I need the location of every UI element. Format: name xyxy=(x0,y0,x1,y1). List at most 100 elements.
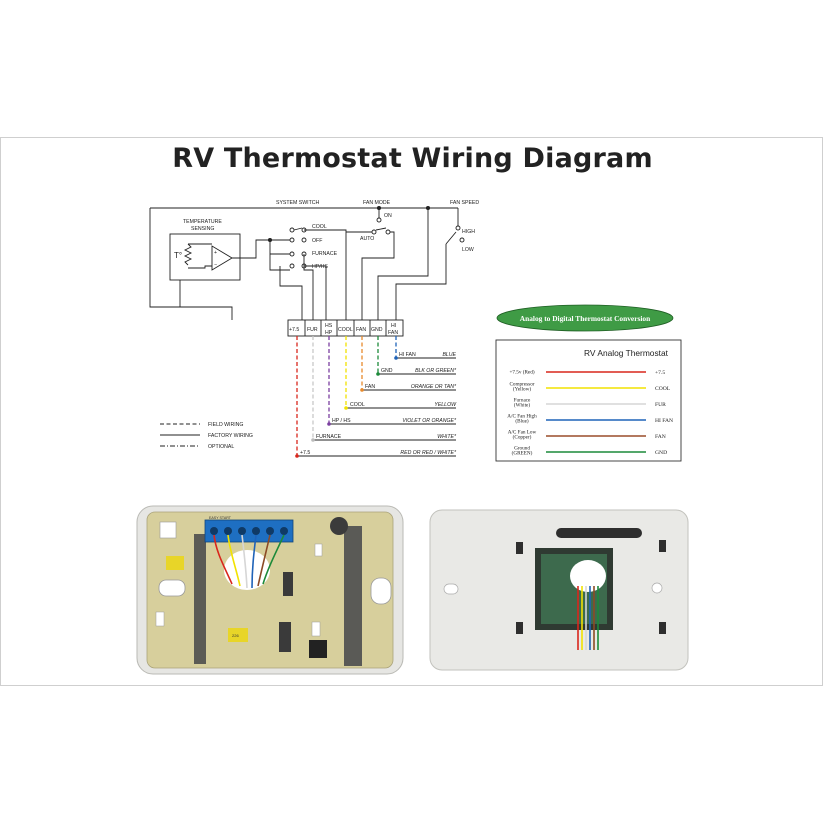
conversion-row-wire-label: (White) xyxy=(514,402,530,409)
conversion-row: Furnace(White) FUR xyxy=(514,398,667,409)
conversion-row-wire-label: (Blue) xyxy=(515,418,529,425)
terminal-hifan: FAN xyxy=(388,330,398,336)
switch-contact xyxy=(289,263,295,269)
conversion-row: Ground(GREEN)GND xyxy=(512,446,668,457)
switch-blade xyxy=(293,227,303,231)
fan-mode-label: FAN MODE xyxy=(363,200,391,206)
switch-contact xyxy=(289,237,295,243)
wire-name-red: RED OR RED / WHITE* xyxy=(400,450,457,456)
screw xyxy=(210,527,218,535)
terminal-hs: HS xyxy=(325,323,333,329)
wire-tag-fan: FAN xyxy=(365,384,375,390)
temp-sensing-label-2: SENSING xyxy=(191,226,214,232)
amplifier-symbol xyxy=(211,245,233,271)
conversion-row-terminal: FUR xyxy=(655,402,666,408)
screw-slot xyxy=(659,622,666,634)
wire-leaders xyxy=(297,357,456,457)
conversion-badge: Analog to Digital Thermostat Conversion xyxy=(496,304,674,332)
terminal-dividers xyxy=(304,320,387,336)
photo-wire-yellow xyxy=(227,534,241,587)
wire-name-violet: VIOLET OR ORANGE* xyxy=(402,418,457,424)
wire-name-blue: BLUE xyxy=(442,352,456,358)
speed-high-label: HIGH xyxy=(462,229,475,235)
hs-wire xyxy=(304,265,327,320)
switch-pos-cool: COOL xyxy=(312,224,327,230)
terminal-gnd: GND xyxy=(371,327,383,333)
gnd-wire xyxy=(377,208,429,320)
left-loop-wire xyxy=(149,208,233,320)
screw-slot xyxy=(659,540,666,552)
terminal-hi: HI xyxy=(391,323,396,329)
switch-common-wire xyxy=(269,240,290,271)
screw xyxy=(238,527,246,535)
component xyxy=(228,628,248,642)
dot-yellow xyxy=(344,406,348,410)
photo-wire-green xyxy=(262,534,285,585)
conversion-box xyxy=(495,339,682,462)
switch-contact xyxy=(289,227,295,233)
dot-orange xyxy=(360,388,364,392)
screw-slot xyxy=(516,622,523,634)
conversion-row-wire-label: Compressor xyxy=(509,382,534,388)
photo-wire-copper xyxy=(257,534,271,587)
switch-branches xyxy=(270,239,290,255)
wire-label-text: HI FAN BLUE GND BLK OR GREEN* FAN ORANGE… xyxy=(300,352,457,456)
mount-tab xyxy=(155,611,165,627)
page-title: RV Thermostat Wiring Diagram xyxy=(172,143,653,174)
speed-low-label: LOW xyxy=(462,247,474,253)
badge-text: Analog to Digital Thermostat Conversion xyxy=(520,314,650,323)
circuit-board xyxy=(147,512,393,668)
cool-wire xyxy=(304,229,347,320)
conversion-row-wire-label: (Copper) xyxy=(513,434,532,441)
line-legend: FIELD WIRING FACTORY WIRING OPTIONAL xyxy=(160,422,253,450)
terminal-fan: FAN xyxy=(356,327,366,333)
wire-name-green: BLK OR GREEN* xyxy=(415,368,457,374)
board-edge xyxy=(146,511,394,669)
conversion-row-terminal: HI FAN xyxy=(655,418,673,424)
conversion-row-wire-label: Furnace xyxy=(514,398,531,404)
resistor-symbol xyxy=(183,243,193,266)
switch-feed-wire xyxy=(240,239,270,259)
dot-blue xyxy=(394,356,398,360)
fan-mode-wires xyxy=(346,231,395,320)
photo-wire-white xyxy=(241,534,248,589)
screw xyxy=(280,527,288,535)
wire-tag-cool: COOL xyxy=(350,402,365,408)
screw xyxy=(266,527,274,535)
plate-wire-hole xyxy=(570,560,606,592)
thermistor-disc xyxy=(330,517,348,535)
conversion-row-terminal: GND xyxy=(655,450,667,456)
terminal-cool: COOL xyxy=(338,327,353,333)
fan-auto-label: AUTO xyxy=(360,236,374,242)
wire-name-yellow: YELLOW xyxy=(434,402,457,408)
dot-green xyxy=(376,372,380,376)
conversion-row-wire-label: A/C Fan Low xyxy=(508,430,537,436)
switch-slide-2 xyxy=(279,622,291,652)
photo-wire-red xyxy=(213,534,233,585)
conversion-row-terminal: FAN xyxy=(655,434,666,440)
switch-pos-furnace: FURNACE xyxy=(312,251,338,257)
screw xyxy=(224,527,232,535)
common-wire xyxy=(279,266,303,320)
mount-tab xyxy=(311,621,321,637)
speed-contact xyxy=(455,225,461,231)
wire-name-orange: ORANGE OR TAN* xyxy=(411,384,457,390)
speed-contact xyxy=(459,237,465,243)
conversion-row-wire-label: +7.5v (Red) xyxy=(509,369,534,376)
dot-white xyxy=(311,438,315,442)
conversion-row: Compressor(Yellow)COOL xyxy=(509,382,670,393)
amp-minus: − xyxy=(214,262,217,268)
legend-field-wiring: FIELD WIRING xyxy=(208,422,243,428)
schematic: SYSTEM SWITCH FAN MODE FAN SPEED TEMPERA… xyxy=(149,200,479,337)
fan-switch xyxy=(309,640,327,658)
fan-blade xyxy=(375,227,387,231)
conversion-row-wire-label: (Yellow) xyxy=(513,386,531,393)
mount-slot xyxy=(158,579,186,597)
conversion-row-terminal: +7.5 xyxy=(655,370,665,376)
switch-contact xyxy=(301,237,307,243)
left-rail xyxy=(194,534,206,664)
wire-tag-furnace: FURNACE xyxy=(316,434,342,440)
temp-sensing-label-1: TEMPERATURE xyxy=(183,219,222,225)
